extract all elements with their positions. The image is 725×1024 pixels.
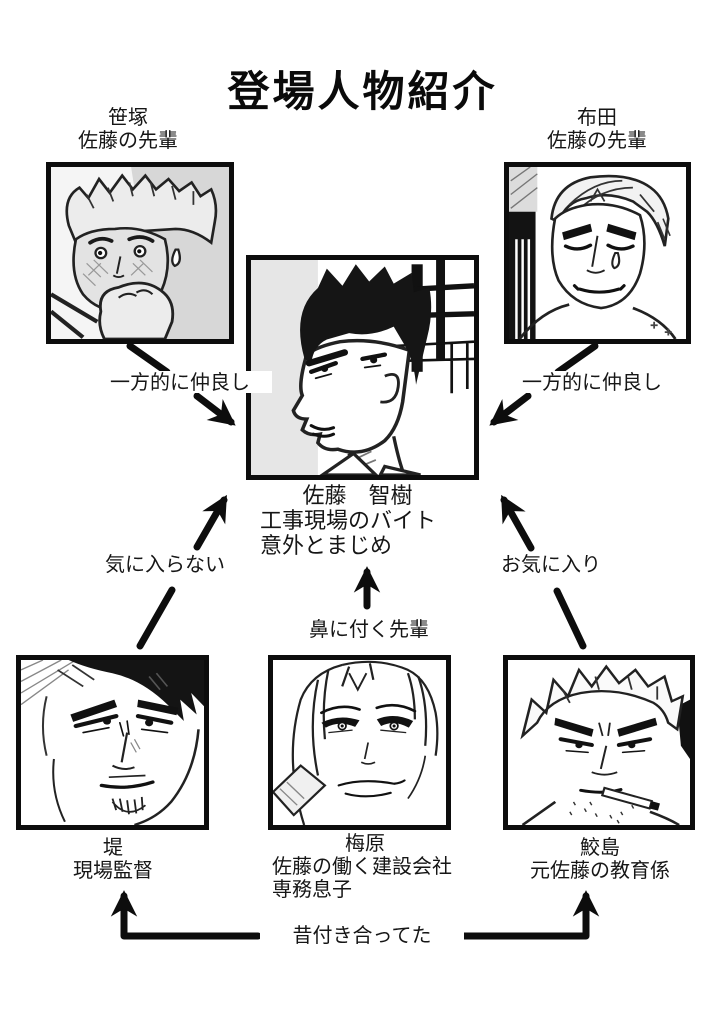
tsutsumi-portrait-image xyxy=(21,660,204,825)
arrow-sasazuka-to-satou-tail xyxy=(126,342,171,376)
satou-note: 意外とまじめ xyxy=(260,534,393,559)
satou-portrait-image xyxy=(251,260,474,475)
fuda-portrait xyxy=(504,162,691,344)
arrow-samejima-to-satou-tail xyxy=(553,587,587,650)
arrow-fuda-to-satou-head xyxy=(489,392,532,426)
sweat-drop-icon xyxy=(171,248,182,268)
sasazuka-portrait-image xyxy=(51,167,229,339)
tsutsumi-portrait xyxy=(16,655,209,830)
relation-label-samejima-satou: お気に入り xyxy=(474,553,628,575)
arrow-samejima-to-satou-head xyxy=(500,494,535,552)
relation-label-tsutsumi-samejima: 昔付き合ってた xyxy=(260,924,464,946)
samejima-role: 元佐藤の教育係 xyxy=(530,858,670,882)
samejima-name: 鮫島 xyxy=(580,835,620,859)
umehara-name: 梅原 xyxy=(345,831,385,855)
cigarette-icon xyxy=(600,786,660,811)
sweat-drop-icon xyxy=(611,251,621,270)
fuda-label: 布田 佐藤の先輩 xyxy=(497,106,697,152)
page-title: 登場人物紹介 xyxy=(227,67,498,116)
arrow-sasazuka-to-satou-head xyxy=(193,392,236,426)
samejima-label: 鮫島 元佐藤の教育係 xyxy=(510,836,690,882)
umehara-portrait xyxy=(268,655,451,830)
relation-label-tsutsumi-satou: 気に入らない xyxy=(83,553,247,575)
arrow-tsutsumi-to-satou-tail xyxy=(136,586,176,650)
sasazuka-portrait xyxy=(46,162,234,344)
satou-name: 佐藤 智樹 xyxy=(302,484,413,509)
samejima-portrait xyxy=(503,655,695,830)
arrow-past-relationship-right xyxy=(458,890,600,940)
umehara-portrait-image xyxy=(273,660,446,825)
relation-label-sasazuka-satou: 一方的に仲良し xyxy=(88,371,272,393)
tsutsumi-label: 堤 現場監督 xyxy=(33,836,193,882)
satou-role: 工事現場のバイト xyxy=(260,509,437,534)
fuda-role: 佐藤の先輩 xyxy=(547,128,647,152)
umehara-role: 佐藤の働く建設会社 xyxy=(272,854,452,878)
arrow-past-relationship-left xyxy=(110,890,262,940)
sasazuka-name: 笹塚 xyxy=(108,105,148,129)
umehara-label: 梅原 佐藤の働く建設会社 専務息子 xyxy=(272,832,458,901)
satou-portrait xyxy=(246,255,479,480)
tsutsumi-name: 堤 xyxy=(103,835,123,859)
tsutsumi-role: 現場監督 xyxy=(73,858,153,882)
umehara-note: 専務息子 xyxy=(272,877,352,901)
arrow-tsutsumi-to-satou-head xyxy=(193,494,228,551)
satou-label: 佐藤 智樹 工事現場のバイト 意外とまじめ xyxy=(260,484,455,559)
relation-label-fuda-satou: 一方的に仲良し xyxy=(500,371,684,393)
fuda-portrait-image xyxy=(509,167,686,339)
relation-label-umehara-satou: 鼻に付く先輩 xyxy=(276,618,462,640)
sasazuka-role: 佐藤の先輩 xyxy=(78,128,178,152)
samejima-portrait-image xyxy=(508,660,690,825)
fuda-name: 布田 xyxy=(577,105,617,129)
arrow-fuda-to-satou-tail xyxy=(554,342,599,376)
goatee xyxy=(111,796,147,815)
sasazuka-label: 笹塚 佐藤の先輩 xyxy=(28,106,228,152)
